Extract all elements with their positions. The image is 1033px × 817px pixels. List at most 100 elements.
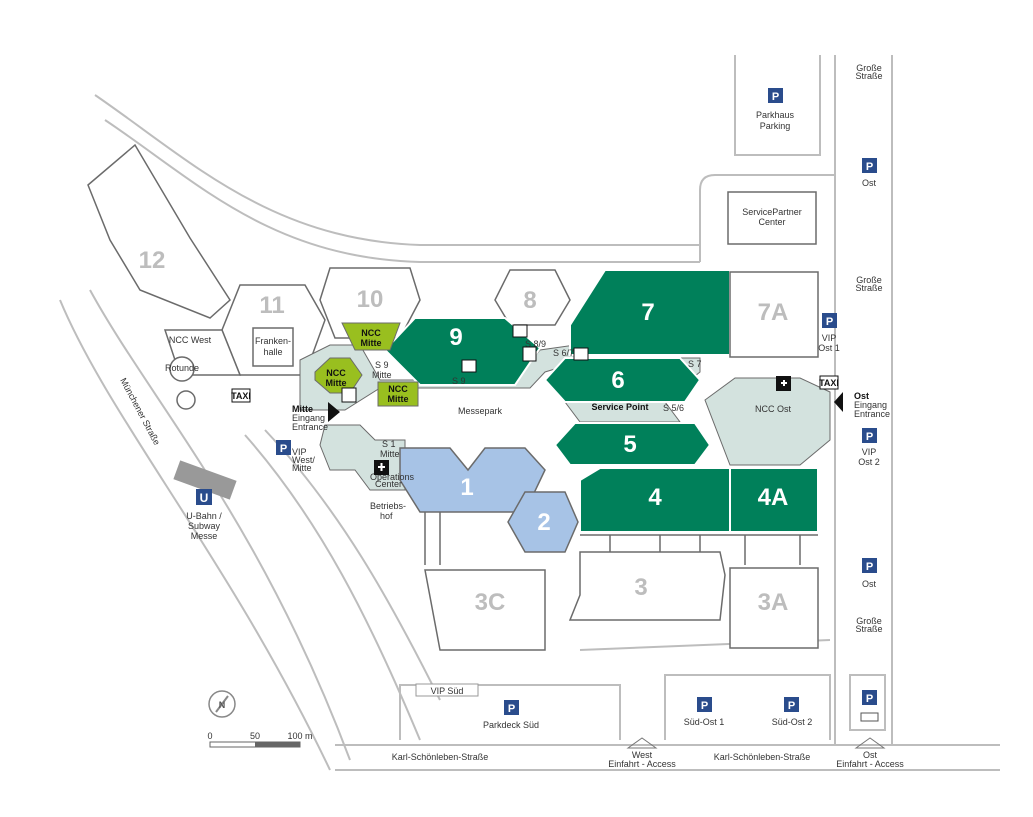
sued-ost1-parking-icon (697, 697, 712, 712)
service-partner-center (727, 191, 817, 245)
ost-access-label-b: Einfahrt - Access (836, 759, 904, 769)
hall-7a-label: 7A (758, 299, 789, 326)
frankenhalle-label-b: halle (263, 347, 282, 357)
rotunde-label: Rotunde (165, 363, 199, 373)
rotunde (169, 356, 195, 382)
taxi-ost-icon (819, 375, 839, 390)
mitte-entrance-label-c: Entrance (292, 422, 328, 432)
west-access-label-a: West (632, 750, 653, 760)
ubahn-icon (196, 489, 212, 505)
s7-label: S 7 (688, 359, 702, 369)
scale-100-label: 100 m (287, 731, 312, 741)
svg-text:P: P (866, 693, 873, 705)
ubahn-label-c: Messe (191, 531, 218, 541)
vip-ost1-label-b: Ost 1 (818, 343, 840, 353)
west-complex (87, 143, 326, 410)
karl-street-label-1: Karl-Schönleben-Straße (392, 752, 489, 762)
bus-icon (860, 712, 879, 722)
svg-text:P: P (280, 443, 287, 455)
parkhaus-label-b: Parking (760, 121, 791, 131)
operations-label-a: Operations (370, 472, 415, 482)
svg-text:P: P (866, 431, 873, 443)
karl-street-label-2: Karl-Schönleben-Straße (714, 752, 811, 762)
hall-7a (729, 271, 819, 358)
vip-ost2-label-b: Ost 2 (858, 457, 880, 467)
hall-2 (507, 491, 579, 553)
hall-3a (729, 567, 819, 649)
parkhaus-parking-icon (768, 88, 783, 103)
hall-8-label: 8 (523, 287, 536, 314)
scale-50-label: 50 (250, 731, 260, 741)
ncc-west-label: NCC West (169, 335, 212, 345)
betriebshof-label-b: hof (380, 511, 393, 521)
hall-3-label: 3 (634, 574, 647, 601)
grosse-strasse-1-label-b: Straße (855, 71, 882, 81)
vip-ost2-label-a: VIP (862, 447, 877, 457)
s1-mitte-label-b: Mitte (380, 449, 400, 459)
compass-icon (208, 690, 236, 718)
svg-text:P: P (826, 316, 833, 328)
mitte-entrance: Mitte Eingang Entrance (292, 402, 340, 432)
frankenhalle (252, 327, 294, 367)
s9-mitte-label-b: Mitte (372, 370, 392, 380)
frankenhalle-label-a: Franken- (255, 336, 291, 346)
parkhaus-label-a: Parkhaus (756, 110, 795, 120)
vip-west-label-b: West/ (292, 455, 315, 465)
ubahn-label-a: U-Bahn / (186, 511, 222, 521)
taxi-west-label: TAXI (231, 391, 251, 401)
mitte-entrance-label-b: Eingang (292, 413, 325, 423)
s9-mitte-label-a: S 9 (375, 360, 389, 370)
hall-11-label: 11 (259, 292, 284, 319)
betriebshof-label-a: Betriebs- (370, 501, 406, 511)
hall-6-label: 6 (611, 367, 624, 394)
ncc-mitte-small-label-a: NCC (388, 384, 408, 394)
vip-sued-box (415, 683, 479, 697)
roundabout (176, 390, 196, 410)
messepark-label: Messepark (458, 406, 503, 416)
ncc-ost-label: NCC Ost (755, 404, 791, 414)
service-partner-label-a: ServicePartner (742, 207, 802, 217)
operations-label-b: Center (375, 479, 402, 489)
scale-0-label: 0 (207, 731, 212, 741)
ost-access-label-a: Ost (863, 750, 878, 760)
ost-mid-parking-icon (862, 558, 877, 573)
coffee-icon-b (461, 359, 477, 373)
mitte-entrance-arrow-icon (328, 402, 340, 422)
ost-entrance-arrow-icon (834, 392, 843, 412)
ncc-mitte (314, 322, 419, 407)
scale-bar: 0 50 100 m (207, 731, 313, 748)
ost-top-parking-icon (862, 158, 877, 173)
hall-12-label: 12 (139, 247, 166, 274)
hall-5 (553, 422, 712, 466)
grosse-strasse-2-label-b: Straße (855, 283, 882, 293)
hall-labels: 12 11 10 8 9 7 7A 6 5 4 4A 1 2 3 3A 3C (139, 247, 789, 616)
ost-mid-label: Ost (862, 579, 877, 589)
ncc-ost (704, 377, 831, 466)
service-partner-label-b: Center (758, 217, 785, 227)
grosse-strasse-3-label-b: Straße (855, 624, 882, 634)
vip-west-parking-icon (276, 440, 291, 455)
hall-7 (569, 269, 731, 356)
ncc-mitte-left-label-b: Mitte (326, 378, 347, 388)
coffee-icon-a (512, 324, 528, 338)
grosse-strasse-1-label-a: Große (856, 63, 882, 73)
south-halls (424, 191, 819, 651)
svg-text:N: N (219, 700, 226, 710)
sued-ost2-label: Süd-Ost 2 (772, 717, 813, 727)
hall-9-label: 9 (449, 324, 462, 351)
ubahn-platform (173, 460, 237, 500)
svg-text:P: P (508, 703, 515, 715)
vip-sued-label: VIP Süd (431, 686, 464, 696)
ost-top-label: Ost (862, 178, 877, 188)
ncc-mitte-small-label-b: Mitte (388, 394, 409, 404)
svg-text:P: P (788, 700, 795, 712)
sued-ost1-label: Süd-Ost 1 (684, 717, 725, 727)
hall-4a (729, 467, 819, 533)
hall-2-label: 2 (537, 509, 550, 536)
hall-12 (87, 143, 231, 319)
s89-label: S 8/9 (525, 339, 546, 349)
service-point-label: Service Point (591, 402, 648, 412)
hall-8 (494, 269, 571, 326)
ost-entrance-label-a: Ost (854, 391, 869, 401)
hall-1-label: 1 (460, 474, 473, 501)
